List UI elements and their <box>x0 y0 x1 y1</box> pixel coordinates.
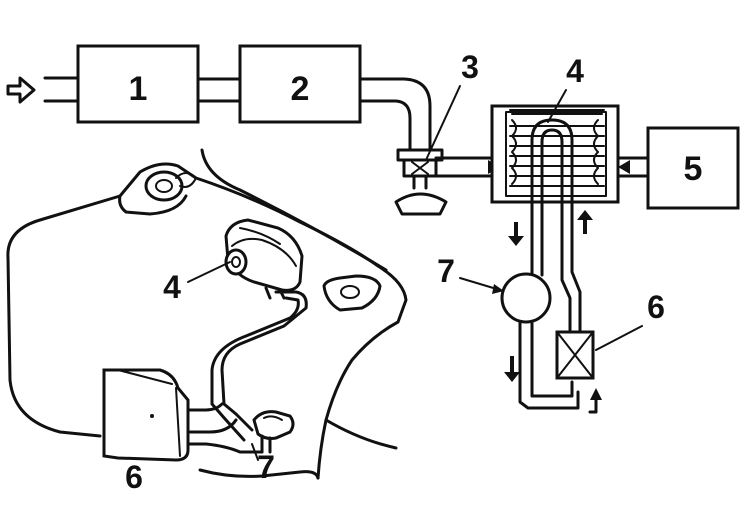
heater-hose-a <box>220 290 308 432</box>
block-1-label: 1 <box>129 70 148 108</box>
pipe-2-3-inner <box>358 99 412 152</box>
block-5 <box>646 126 740 210</box>
pump-7-icon <box>500 272 552 324</box>
fender-line <box>6 256 102 438</box>
illus-pump-7 <box>252 410 295 454</box>
pipe-4-5 <box>616 156 650 178</box>
callout-6-leader <box>595 325 643 351</box>
callout-3-leader <box>425 85 461 161</box>
illus-callout-7-leader <box>251 443 259 461</box>
block-2-label: 2 <box>291 70 310 108</box>
wheel-arch-line <box>324 418 398 450</box>
flow-arrow-down-left-icon <box>508 222 524 246</box>
illus-callout-7-label: 7 <box>257 449 275 485</box>
heater-core-4 <box>490 104 620 212</box>
valve-6-icon <box>555 330 595 380</box>
heater-unit-4 <box>224 218 304 300</box>
callout-3-label: 3 <box>461 49 479 85</box>
pipe-3-4 <box>434 156 494 178</box>
illus-callout-4-label: 4 <box>163 269 181 305</box>
inlet-pipe <box>43 76 80 103</box>
aux-hose-side <box>186 418 238 434</box>
cap-icon <box>175 172 197 188</box>
callout-7-label: 7 <box>437 253 455 289</box>
pipe-1-2 <box>196 77 242 103</box>
heater-hose-b <box>210 296 300 442</box>
body-lower-line <box>198 468 320 480</box>
flow-arrow-up-lower-head-icon <box>590 388 602 400</box>
coolant-loop <box>518 208 582 410</box>
schematic: 1 2 3 <box>6 44 740 414</box>
block-5-label: 5 <box>684 150 703 188</box>
strut-mount-right <box>340 285 360 299</box>
firewall-line <box>200 148 388 272</box>
aux-hose-bottom <box>186 442 264 454</box>
callout-4-label: 4 <box>566 53 584 89</box>
flow-arrow-down-lower-icon <box>504 356 520 382</box>
callout-7-arrowhead-icon <box>492 284 504 294</box>
flow-arrow-up-right-icon <box>577 210 593 234</box>
aux-hose-top <box>186 402 224 412</box>
illus-callout-4-leader <box>187 261 231 283</box>
aux-heater-6 <box>102 368 190 462</box>
callout-6-label: 6 <box>647 289 665 325</box>
flow-arrow-up-lower-icon <box>588 396 598 414</box>
inlet-arrow-icon <box>6 76 36 104</box>
block-1 <box>76 44 200 124</box>
vehicle-illustration: 4 6 7 <box>6 148 408 495</box>
strut-mount-left-inner <box>155 179 173 193</box>
callout-4-leader <box>547 89 567 123</box>
strut-tower-right <box>322 274 382 312</box>
block-2 <box>238 44 362 124</box>
strut-tower-left <box>118 194 188 216</box>
illus-callout-6-label: 6 <box>125 459 143 495</box>
valve-3 <box>394 148 448 216</box>
pipe-2-3 <box>358 77 432 152</box>
flow-arrow-5-4-icon <box>618 160 630 174</box>
